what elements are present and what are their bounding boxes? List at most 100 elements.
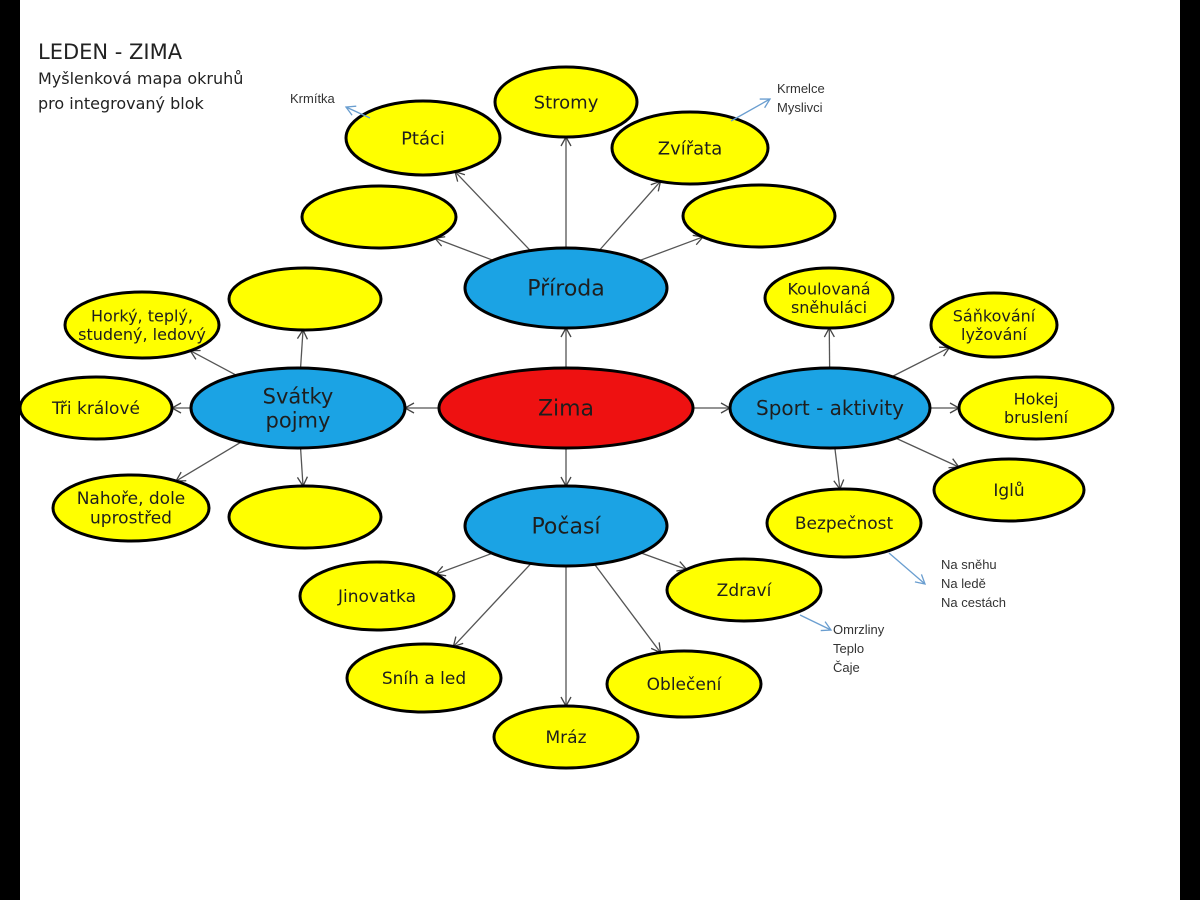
title-block: LEDEN - ZIMA Myšlenková mapa okruhů pro … bbox=[38, 38, 243, 116]
category-node-sport[interactable]: Sport - aktivity bbox=[728, 366, 932, 450]
note-line: Omrzliny bbox=[833, 622, 885, 637]
leaf-node-jinovatka[interactable]: Jinovatka bbox=[298, 560, 456, 632]
node-label: Sníh a led bbox=[382, 669, 466, 689]
node-label: Příroda bbox=[527, 277, 605, 302]
node-shape bbox=[300, 184, 458, 250]
note-line: Na sněhu bbox=[941, 557, 997, 572]
node-shape bbox=[227, 484, 383, 550]
edge-pocasi-jinovatka bbox=[434, 552, 493, 577]
node-label: Iglů bbox=[993, 481, 1024, 501]
leaf-node-snih[interactable]: Sníh a led bbox=[345, 642, 503, 714]
note-line: Krmelce bbox=[777, 81, 825, 96]
node-label: Oblečení bbox=[647, 675, 723, 695]
note-line: Na cestách bbox=[941, 595, 1006, 610]
node-shape bbox=[957, 375, 1115, 441]
node-shape bbox=[610, 110, 770, 186]
note-line: Čaje bbox=[833, 660, 860, 675]
leaf-node-stromy[interactable]: Stromy bbox=[493, 65, 639, 139]
node-label: Mráz bbox=[546, 728, 587, 748]
node-shape bbox=[345, 642, 503, 714]
node-shape bbox=[189, 366, 407, 450]
node-label: Svátky bbox=[263, 384, 334, 408]
note-line: Krmítka bbox=[290, 91, 336, 106]
node-label: uprostřed bbox=[90, 509, 172, 529]
edge-svatky-svatky-empty-top bbox=[296, 328, 309, 369]
node-label: Tři králové bbox=[51, 399, 140, 419]
leaf-node-tri-kralove[interactable]: Tři králové bbox=[18, 375, 174, 441]
node-shape bbox=[437, 366, 695, 450]
node-label: Koulovaná bbox=[787, 279, 870, 298]
leaf-node-ptaci[interactable]: Ptáci bbox=[344, 99, 502, 177]
node-label: Sport - aktivity bbox=[756, 396, 904, 420]
node-shape bbox=[929, 291, 1059, 359]
node-label: Bezpečnost bbox=[795, 514, 894, 534]
note-arrow bbox=[888, 552, 927, 585]
leaf-node-priroda-empty-left[interactable] bbox=[300, 184, 458, 250]
leaf-node-zdravi[interactable]: Zdraví bbox=[665, 557, 823, 623]
node-label: Nahoře, dole bbox=[77, 489, 186, 509]
node-label: Stromy bbox=[534, 92, 599, 113]
edge-sport-bezpecnost bbox=[833, 447, 845, 491]
node-shape bbox=[344, 99, 502, 177]
edge-sport-sankovani bbox=[891, 346, 951, 378]
leaf-node-horky[interactable]: Horký, teplý,studený, ledový bbox=[63, 290, 221, 360]
center-node-zima[interactable]: Zima bbox=[437, 366, 695, 450]
node-label: Zvířata bbox=[658, 138, 723, 159]
node-label: sněhuláci bbox=[791, 298, 867, 317]
category-node-pocasi[interactable]: Počasí bbox=[463, 484, 669, 568]
note-arrow bbox=[344, 105, 371, 119]
note-line: Na ledě bbox=[941, 576, 986, 591]
node-label: Jinovatka bbox=[337, 587, 416, 607]
node-label: Zdraví bbox=[717, 581, 773, 601]
page-title: LEDEN - ZIMA bbox=[38, 40, 183, 64]
edge-priroda-zvirata bbox=[598, 180, 662, 251]
node-shape bbox=[227, 266, 383, 332]
edge-pocasi-snih bbox=[452, 563, 532, 648]
edge-svatky-svatky-empty-bottom bbox=[296, 447, 309, 488]
node-label: studený, ledový bbox=[78, 325, 206, 344]
note-arrow bbox=[799, 614, 833, 632]
category-node-priroda[interactable]: Příroda bbox=[463, 246, 669, 330]
leaf-node-obleceni[interactable]: Oblečení bbox=[605, 649, 763, 719]
edge-pocasi-zdravi bbox=[640, 552, 688, 572]
node-label: Horký, teplý, bbox=[91, 306, 193, 325]
node-shape bbox=[763, 266, 895, 330]
edge-sport-iglu bbox=[895, 437, 960, 469]
node-shape bbox=[665, 557, 823, 623]
note-line: Teplo bbox=[833, 641, 864, 656]
note-ptaci: Krmítka bbox=[290, 91, 371, 119]
node-shape bbox=[463, 246, 669, 330]
node-shape bbox=[681, 183, 837, 249]
edge-priroda-priroda-empty-right bbox=[639, 234, 705, 262]
node-shape bbox=[63, 290, 221, 360]
leaf-node-mraz[interactable]: Mráz bbox=[492, 704, 640, 770]
leaf-node-iglu[interactable]: Iglů bbox=[932, 457, 1086, 523]
node-shape bbox=[463, 484, 669, 568]
node-label: Počasí bbox=[531, 515, 601, 540]
leaf-node-svatky-empty-bottom[interactable] bbox=[227, 484, 383, 550]
leaf-node-priroda-empty-right[interactable] bbox=[681, 183, 837, 249]
node-shape bbox=[932, 457, 1086, 523]
edge-priroda-ptaci bbox=[454, 170, 531, 252]
leaf-node-svatky-empty-top[interactable] bbox=[227, 266, 383, 332]
note-arrow bbox=[730, 98, 772, 122]
subtitle-line-1: Myšlenková mapa okruhů bbox=[38, 69, 244, 88]
node-shape bbox=[765, 487, 923, 559]
edge-pocasi-obleceni bbox=[594, 563, 662, 654]
leaf-node-bezpecnost[interactable]: Bezpečnost bbox=[765, 487, 923, 559]
node-shape bbox=[605, 649, 763, 719]
node-label: lyžování bbox=[961, 325, 1028, 344]
node-shape bbox=[298, 560, 456, 632]
edge-svatky-horky bbox=[189, 349, 237, 376]
node-shape bbox=[728, 366, 932, 450]
leaf-node-zvirata[interactable]: Zvířata bbox=[610, 110, 770, 186]
node-label: Hokej bbox=[1014, 389, 1059, 408]
